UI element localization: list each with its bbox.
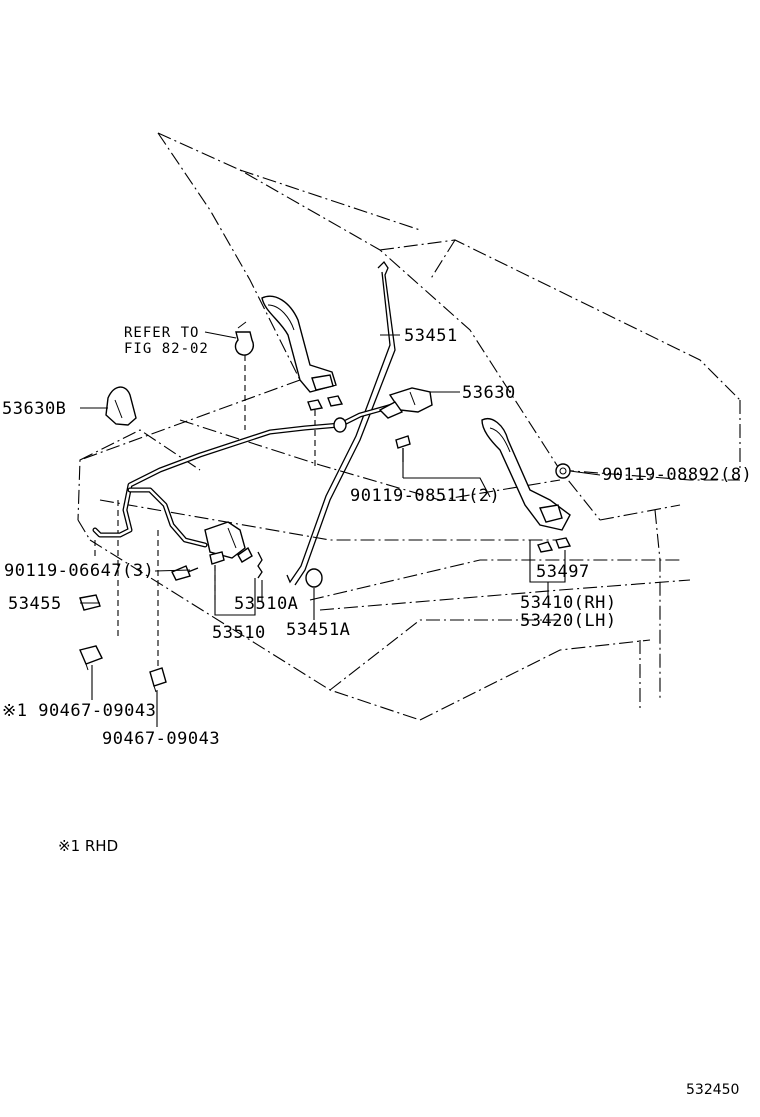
hood-lock (378, 387, 433, 419)
callout-labels: REFER TO FIG 82-02 53451 53630 53630B 90… (2, 325, 752, 1098)
callout-53451A: 53451A (286, 620, 350, 640)
spring-53510A (257, 551, 263, 579)
callout-90467-09043: 90467-09043 (102, 729, 220, 749)
hinge-right (481, 418, 572, 553)
release-lever (204, 521, 253, 565)
hood-catch (105, 386, 137, 426)
callout-53410: 53410(RH) (520, 593, 617, 613)
bolt-06647 (171, 565, 199, 581)
cushion-53451A (305, 568, 323, 588)
rhd-note: ※1 RHD (58, 837, 118, 855)
callout-53510A: 53510A (234, 594, 298, 614)
callout-90119-08892: 90119-08892(8) (602, 465, 752, 485)
hood-outline (77, 132, 741, 721)
hinge-left (261, 295, 344, 411)
callout-53630B: 53630B (2, 399, 66, 419)
leader-lines (80, 331, 601, 727)
clip-rhd (79, 645, 103, 671)
callout-53630: 53630 (462, 383, 516, 403)
refer-clip (234, 321, 254, 356)
callout-90467-09043-rhd: ※1 90467-09043 (2, 701, 156, 721)
support-rod (286, 260, 396, 586)
callout-53420: 53420(LH) (520, 611, 617, 631)
refer-line-1: REFER TO (124, 325, 199, 341)
bolt-08511 (395, 435, 411, 462)
callout-53451: 53451 (404, 326, 458, 346)
refer-line-2: FIG 82-02 (124, 341, 209, 357)
release-cable (92, 399, 408, 548)
callout-53455: 53455 (8, 594, 62, 614)
bolt-08892 (555, 463, 571, 479)
callout-90119-08511: 90119-08511(2) (350, 486, 500, 506)
callout-53510: 53510 (212, 623, 266, 643)
callout-90119-06647: 90119-06647(3) (4, 561, 154, 581)
clip-09043 (149, 667, 167, 693)
figure-number: 532450 (686, 1082, 739, 1098)
callout-53497: 53497 (536, 562, 590, 582)
